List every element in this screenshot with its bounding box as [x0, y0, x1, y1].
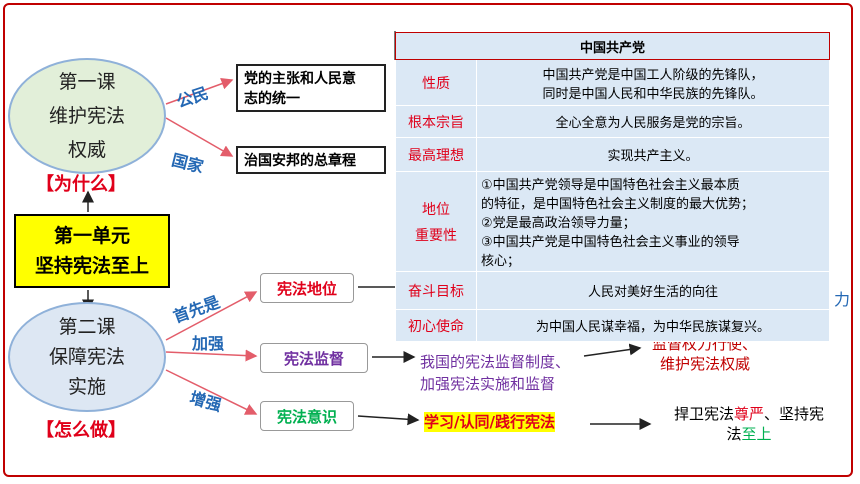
- row-nature-line1: 中国共产党是中国工人阶级的先锋队，: [542, 67, 764, 83]
- unit-subtitle: 坚持宪法至上: [34, 255, 149, 277]
- constitution-charter-box: 治国安邦的总章程: [236, 146, 386, 174]
- lesson1-subtitle-1: 维护宪法: [48, 105, 125, 127]
- row-purpose-value: 全心全意为人民服务是党的宗旨。: [476, 105, 830, 138]
- row-status-key1: 地位: [422, 201, 450, 218]
- row-goal-key: 奋斗目标: [395, 271, 477, 310]
- constitution-awareness-box: 宪法意识: [260, 401, 354, 431]
- defend-prefix: 捍卫宪法: [673, 405, 734, 423]
- party-table: 中国共产党 性质 中国共产党是中国工人阶级的先锋队， 同时是中国人民和中华民族的…: [395, 32, 830, 342]
- party-will-line1: 党的主张和人民意: [244, 71, 356, 87]
- row-status-key: 地位 重要性: [395, 171, 477, 272]
- why-label: 【为什么】: [36, 174, 126, 195]
- row-status-line5: 核心；: [481, 254, 521, 269]
- defend-supreme: 至上: [741, 425, 772, 443]
- constitution-status-box: 宪法地位: [260, 273, 354, 303]
- arrow-state: [165, 117, 234, 157]
- row-mission-value: 为中国人民谋幸福，为中华民族谋复兴。: [476, 309, 830, 342]
- lesson1-title: 第一课: [58, 71, 116, 93]
- unit-title: 第一单元: [53, 225, 130, 247]
- strengthen-label: 加强: [192, 334, 225, 353]
- row-status-line2: 的特征，是中国特色社会主义制度的最大优势；: [481, 197, 755, 212]
- party-table-title: 中国共产党: [395, 32, 830, 60]
- row-nature-line2: 同时是中国人民和中华民族的先锋队。: [542, 86, 764, 102]
- slide-frame: [3, 3, 853, 477]
- edge-char: 力: [834, 290, 851, 309]
- arrow-citizen: [165, 77, 234, 105]
- row-status-value: ①中国共产党领导是中国特色社会主义最本质 的特征，是中国特色社会主义制度的最大优…: [476, 171, 830, 272]
- row-mission-key: 初心使命: [395, 309, 477, 342]
- defend-dignity: 尊严: [733, 405, 764, 423]
- row-ideal-value: 实现共产主义。: [476, 137, 830, 172]
- row-status-line1: ①中国共产党领导是中国特色社会主义最本质: [481, 178, 740, 193]
- row-nature-value: 中国共产党是中国工人阶级的先锋队， 同时是中国人民和中华民族的先锋队。: [476, 59, 830, 106]
- arrow-awareness: [165, 369, 258, 415]
- lesson1-subtitle-2: 权威: [67, 139, 106, 161]
- lesson1-node: 第一课 维护宪法 权威: [8, 58, 166, 174]
- power-note-2: 维护宪法权威: [660, 355, 751, 373]
- arrow-supervision-power: [583, 343, 642, 357]
- awareness-note: 学习/认同/践行宪法: [424, 412, 555, 432]
- supervision-note-2: 加强宪法实施和监督: [420, 375, 556, 393]
- supervision-note-1: 我国的宪法监督制度、: [420, 353, 571, 371]
- arrow-supervision: [165, 349, 258, 362]
- defend-mid: 、坚持宪: [764, 405, 825, 423]
- row-purpose-key: 根本宗旨: [395, 105, 477, 138]
- defend-text: 捍卫宪法尊严、坚持宪 法至上: [656, 404, 842, 444]
- defend-fa: 法: [726, 425, 742, 443]
- lesson2-node: 第二课 保障宪法 实施: [8, 302, 166, 412]
- lesson2-subtitle-2: 实施: [67, 376, 106, 398]
- lesson2-subtitle-1: 保障宪法: [48, 346, 125, 368]
- row-goal-value: 人民对美好生活的向往: [476, 271, 830, 310]
- party-will-box: 党的主张和人民意 志的统一: [236, 64, 386, 112]
- row-status-line4: ③中国共产党是中国特色社会主义事业的领导: [481, 235, 740, 250]
- row-ideal-key: 最高理想: [395, 137, 477, 172]
- lesson2-title: 第二课: [58, 316, 116, 338]
- unit-node: 第一单元 坚持宪法至上: [14, 214, 170, 288]
- row-status-key2: 重要性: [415, 227, 457, 244]
- arrow-awareness-note: [357, 413, 420, 426]
- arrow-status: [165, 291, 258, 341]
- row-status-line3: ②党是最高政治领导力量；: [481, 216, 636, 231]
- how-label: 【怎么做】: [36, 420, 126, 441]
- row-nature-key: 性质: [395, 59, 477, 106]
- constitution-supervision-box: 宪法监督: [260, 343, 368, 373]
- party-will-line2: 志的统一: [244, 91, 300, 107]
